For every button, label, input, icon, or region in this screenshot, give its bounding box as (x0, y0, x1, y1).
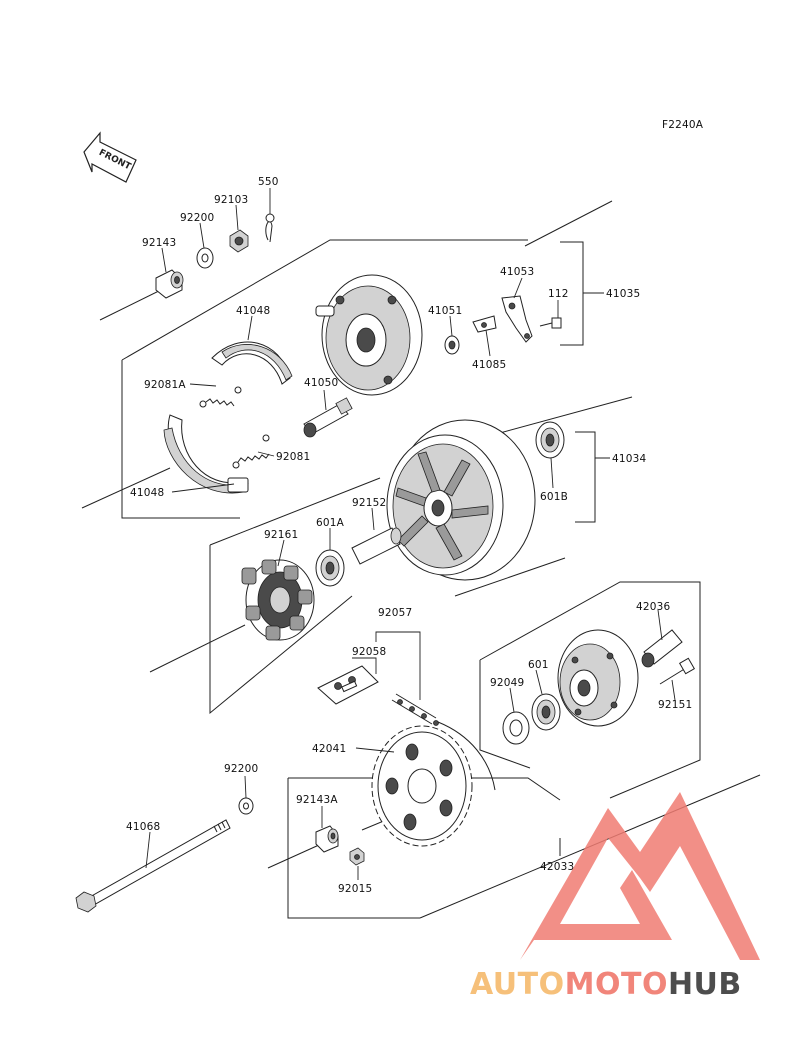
washer-92200-top (196, 247, 214, 269)
indicator-41085 (472, 315, 497, 333)
label-92057: 92057 (378, 607, 412, 619)
label-41048-upper: 41048 (236, 305, 270, 317)
svg-text:AUTOMOTOHUB: AUTOMOTOHUB (470, 967, 742, 1002)
oil-seal-92049 (502, 711, 530, 745)
label-92200-lower: 92200 (224, 763, 258, 775)
label-92103: 92103 (214, 194, 248, 206)
axle-41068 (75, 819, 231, 913)
watermark-auto: AUTO (470, 967, 565, 1002)
brake-shoe-lower-41048 (163, 414, 249, 494)
label-92081: 92081 (276, 451, 310, 463)
watermark-text: AUTOMOTOHUB (470, 967, 742, 1002)
label-41068: 41068 (126, 821, 160, 833)
spring-92081A (199, 386, 242, 408)
nut-92103 (229, 229, 249, 253)
label-41048-lower: 41048 (130, 487, 164, 499)
label-92161: 92161 (264, 529, 298, 541)
part-labels: 550 92103 92200 92143 41053 112 41035 41… (126, 176, 692, 895)
bearing-601B (535, 421, 565, 459)
label-601: 601 (528, 659, 549, 671)
label-550: 550 (258, 176, 279, 188)
label-92081A: 92081A (144, 379, 186, 391)
wheel-rim (386, 419, 536, 581)
bearing-601 (531, 693, 561, 731)
cam-shaft-41050 (303, 397, 353, 438)
nut-92015 (349, 847, 365, 866)
label-92058: 92058 (352, 646, 386, 658)
label-92015: 92015 (338, 883, 372, 895)
label-92200-top: 92200 (180, 212, 214, 224)
brake-lever-41053 (501, 295, 533, 343)
label-41035: 41035 (606, 288, 640, 300)
front-direction-arrow: FRONT (83, 131, 137, 183)
label-42036: 42036 (636, 601, 671, 613)
bolt-112 (539, 317, 562, 329)
figure-code: F2240A (662, 119, 704, 131)
label-112: 112 (548, 288, 569, 300)
washer-92200-lower (238, 797, 254, 815)
brake-panel (315, 274, 423, 396)
bolt-92151 (659, 657, 696, 685)
brake-shoe-upper-41048 (211, 341, 293, 385)
label-92143: 92143 (142, 237, 176, 249)
watermark-moto: MOTO (565, 967, 668, 1002)
label-601B: 601B (540, 491, 568, 503)
spring-92081 (232, 434, 270, 469)
label-41051: 41051 (428, 305, 462, 317)
label-92143A: 92143A (296, 794, 338, 806)
collar-92143 (155, 269, 184, 299)
label-41050: 41050 (304, 377, 338, 389)
rear-sprocket-42041 (371, 725, 473, 847)
coupling-stud-42036 (641, 629, 683, 668)
label-41034: 41034 (612, 453, 647, 465)
label-92152: 92152 (352, 497, 386, 509)
label-41085: 41085 (472, 359, 506, 371)
leader-lines (145, 188, 676, 880)
damper-92161 (241, 559, 315, 641)
bearing-601A (315, 549, 345, 587)
spacer-92152 (351, 527, 402, 565)
watermark-hub: HUB (668, 967, 742, 1002)
chain-92057 (391, 693, 496, 791)
watermark-logo (520, 792, 760, 960)
collar-92143A (315, 825, 339, 853)
label-42033: 42033 (540, 861, 574, 873)
label-601A: 601A (316, 517, 345, 529)
sprocket-coupling (557, 629, 639, 727)
seal-41051 (444, 335, 460, 355)
label-92049: 92049 (490, 677, 524, 689)
label-42041: 42041 (312, 743, 346, 755)
label-92151: 92151 (658, 699, 692, 711)
chain-master-link-92058 (317, 665, 379, 705)
label-41053: 41053 (500, 266, 534, 278)
cotter-pin-550 (265, 213, 275, 243)
